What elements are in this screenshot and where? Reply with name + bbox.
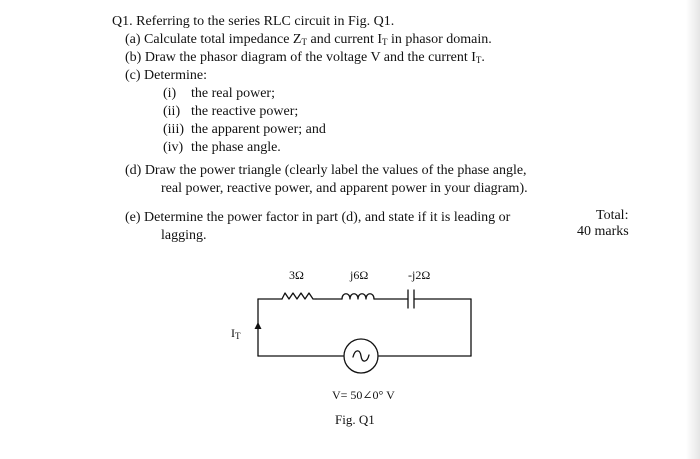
current-label-sub: T	[235, 331, 241, 341]
part-c-item-4: (iv) the phase angle.	[163, 140, 281, 156]
resistor-symbol	[281, 292, 317, 300]
current-label-text: I	[231, 326, 235, 340]
part-d-line-2: real power, reactive power, and apparent…	[161, 181, 528, 196]
part-e-line-1: (e) Determine the power factor in part (…	[125, 210, 511, 225]
part-b: (b) Draw the phasor diagram of the volta…	[125, 50, 485, 68]
voltage-source	[343, 338, 379, 374]
part-c-item-2: (ii) the reactive power;	[163, 104, 298, 120]
part-a-suffix: in phasor domain.	[387, 32, 492, 47]
part-a-sub2: T	[382, 37, 388, 47]
item-text: the phase angle.	[191, 140, 281, 155]
item-text: the apparent power; and	[191, 122, 326, 137]
part-c-item-1: (i) the real power;	[163, 86, 275, 102]
item-number: (iv)	[163, 140, 184, 155]
page-edge-shadow	[686, 0, 700, 459]
current-label: IT	[231, 326, 241, 343]
part-a-mid: and current I	[306, 32, 383, 47]
sine-icon	[352, 350, 370, 362]
part-e-line-2: lagging.	[161, 228, 207, 243]
resistor-label: 3Ω	[289, 268, 304, 282]
item-number: (i)	[163, 86, 177, 101]
part-a-sub1: T	[301, 37, 307, 47]
total-marks: 40 marks	[577, 224, 629, 239]
part-b-sub: T	[475, 55, 482, 65]
current-arrow-icon	[254, 322, 262, 329]
inductor-symbol	[341, 293, 375, 300]
item-number: (ii)	[163, 104, 181, 119]
inductor-label: j6Ω	[350, 268, 369, 282]
part-c-item-3: (iii) the apparent power; and	[163, 122, 326, 138]
part-a: (a) Calculate total impedance ZT and cur…	[125, 32, 492, 50]
total-label: Total:	[596, 208, 629, 223]
part-c: (c) Determine:	[125, 68, 208, 83]
part-b-suffix: .	[481, 50, 485, 65]
capacitor-label: -j2Ω	[408, 268, 431, 282]
question-title: Q1. Referring to the series RLC circuit …	[112, 14, 395, 29]
part-b-text: (b) Draw the phasor diagram of the volta…	[125, 50, 476, 65]
part-a-text: (a) Calculate total impedance Z	[125, 32, 302, 47]
part-d-line-1: (d) Draw the power triangle (clearly lab…	[125, 163, 527, 178]
item-text: the reactive power;	[191, 104, 299, 119]
source-label: V= 50∠0° V	[332, 388, 395, 402]
item-text: the real power;	[191, 86, 275, 101]
item-number: (iii)	[163, 122, 184, 137]
figure-caption: Fig. Q1	[335, 412, 375, 427]
